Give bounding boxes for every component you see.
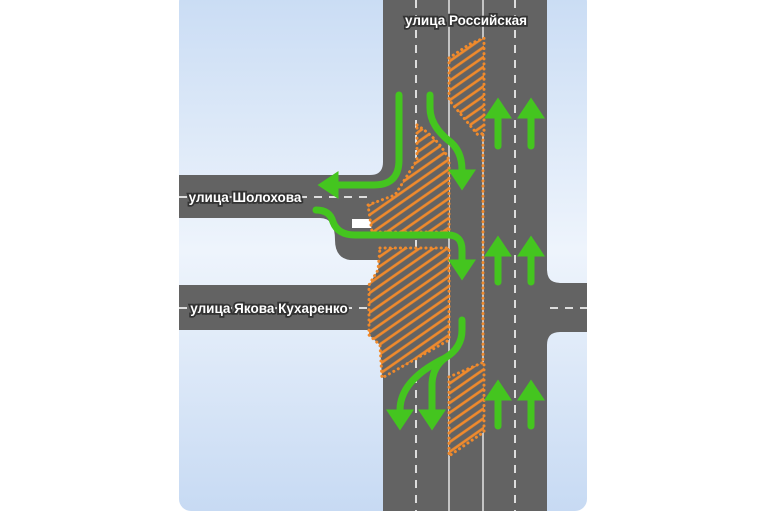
arrow-left-turn (317, 91, 403, 199)
island (352, 219, 380, 228)
hatch-zone-bottom (447, 359, 486, 459)
hatch-zone-middle (366, 122, 451, 234)
arrow-from-sholokhova (312, 206, 476, 281)
arrow-down-top (426, 91, 476, 191)
street-label-rossiyskaya: улица Российская (405, 13, 527, 28)
traffic-arrows (312, 91, 545, 431)
street-label-sholokhova: улица Шолохова (189, 190, 302, 205)
arrow-down-bottom-left (386, 354, 449, 431)
hatched-zones (366, 35, 486, 459)
hatch-zone-top (447, 35, 486, 137)
street-label-kukharenko: улица Якова Кухаренко (190, 301, 348, 316)
hatch-zone-lower (367, 246, 451, 381)
